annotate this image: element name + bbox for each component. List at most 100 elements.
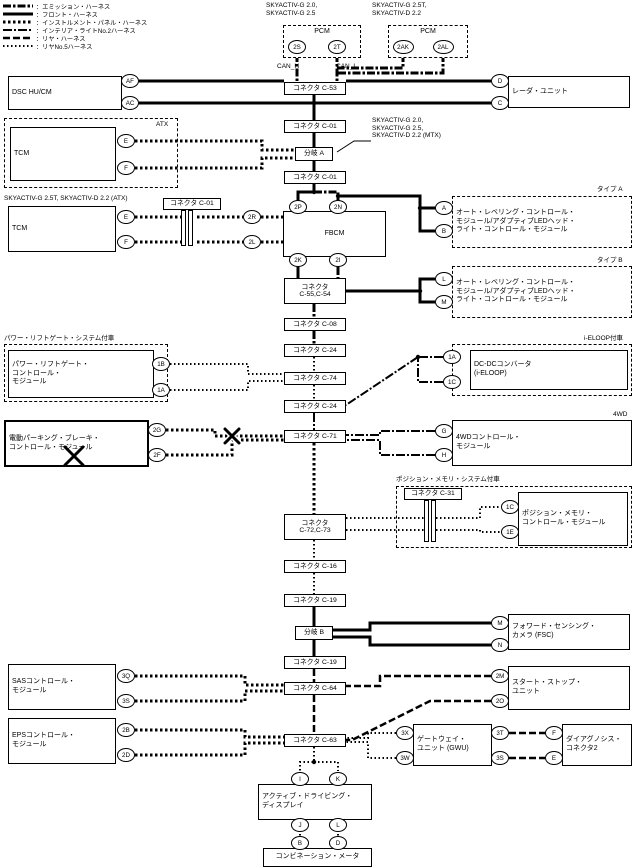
- legend-line-sample-icon: [3, 4, 33, 8]
- label-skyactiv-g25t-d22-line: SKYACTIV-G 2.5T,: [372, 2, 427, 9]
- label-atx: ATX: [156, 121, 168, 129]
- auto-leveling-type-a-box-label: オート・レベリング・コントロール・: [456, 208, 575, 216]
- label-atx-variants: SKYACTIV-G 2.5T, SKYACTIV-D 2.2 (ATX): [4, 195, 128, 203]
- pin-AC: AC: [121, 96, 139, 110]
- wire-posmem-2b: [436, 529, 501, 533]
- wire-trunk-c63-display-i: [299, 747, 315, 771]
- pin-K: K: [329, 772, 347, 786]
- wire-4wd-h: [346, 439, 435, 456]
- pin-B: B: [435, 224, 453, 238]
- tcm-atx2-box-label: TCM: [12, 224, 28, 232]
- tcm-atx2-box: TCM: [8, 206, 116, 252]
- power-liftgate-module-box: パワー・リフトゲート・コントロール・モジュール: [8, 350, 154, 398]
- pin-2F: 2F: [148, 448, 166, 462]
- connector-c55-c54-label: コネクタ: [301, 283, 329, 291]
- pin-2M: 2M: [491, 669, 509, 683]
- start-stop-unit-box-label: スタート・ストップ・: [512, 679, 582, 687]
- label-skyactiv-g20-25: SKYACTIV-G 2.0,SKYACTIV-G 2.5: [266, 2, 317, 17]
- label-can-h: CAN_H: [277, 63, 299, 71]
- wire-junction: [417, 205, 423, 211]
- wire-posmem-1b: [436, 506, 501, 519]
- pin-2G: 2G: [148, 423, 166, 437]
- legend-line-sample-icon: [3, 29, 33, 31]
- label-skyactiv-g20-25-line: SKYACTIV-G 2.0,: [266, 2, 318, 9]
- label-4wd-line: 4WD: [613, 411, 628, 418]
- electric-parking-brake-box-label: コントロール・モジュール: [9, 443, 93, 451]
- connector-c24-a: コネクタ C-24: [284, 344, 346, 357]
- legend-item-label: ：リヤ・ハーネス: [36, 35, 86, 43]
- connector-c01-tcm: コネクタ C-01: [163, 198, 221, 210]
- pin-2B: 2B: [117, 723, 135, 737]
- label-power-liftgate-equipped: パワー・リフトゲート・システム付車: [4, 335, 114, 343]
- start-stop-unit-box: スタート・ストップ・ユニット: [508, 666, 630, 710]
- connector-c24-b-label: コネクタ C-24: [293, 402, 337, 410]
- wire-junction: [335, 193, 341, 199]
- tcm-atx-box: TCM: [10, 127, 116, 181]
- auto-leveling-type-b-box-label: モジュール/アダプティブLEDヘッド・: [456, 287, 576, 295]
- legend-item: ：インテリア・ライトNo.2ハーネス: [3, 26, 147, 35]
- connector-c64-label: コネクタ C-64: [293, 684, 337, 692]
- pin-D: D: [329, 836, 347, 850]
- pin-2K: 2K: [289, 253, 307, 267]
- connector-c01-b-label: コネクタ C-01: [293, 173, 337, 181]
- pin-3T: 3T: [491, 726, 509, 740]
- legend-item-label: ：インストルメント・パネル・ハーネス: [36, 19, 148, 27]
- label-skyactiv-g20-25-line: SKYACTIV-G 2.5: [266, 9, 316, 17]
- wire-type-b-m: [418, 291, 435, 304]
- pin-2S: 2S: [288, 40, 306, 54]
- wire-junction: [415, 354, 421, 360]
- connector-c31-label: コネクタ C-31: [411, 490, 455, 498]
- label-4wd: 4WD: [613, 411, 627, 419]
- pin-2P: 2P: [289, 200, 307, 214]
- connector-c16: コネクタ C-16: [284, 560, 346, 573]
- branch-a: 分岐 A: [295, 147, 333, 161]
- label-mtx-variants: SKYACTIV-G 2.0,SKYACTIV-G 2.5,SKYACTIV-D…: [372, 117, 441, 140]
- pin-2AL: 2AL: [432, 40, 454, 54]
- forward-sensing-camera-box-label: カメラ (FSC): [512, 632, 554, 639]
- wire-split-2p: [296, 184, 316, 201]
- pin-1C: 1C: [443, 375, 461, 389]
- label-atx-line: ATX: [156, 121, 169, 128]
- forward-sensing-camera-box: フォワード・センシング・カメラ (FSC): [508, 614, 630, 650]
- electric-parking-brake-box: 電動パーキング・ブレーキ・コントロール・モジュール: [4, 420, 149, 467]
- pin-3Q: 3Q: [117, 669, 135, 683]
- legend-line-sample-icon: [3, 36, 33, 40]
- label-type-b-line: タイプ B: [597, 257, 623, 264]
- 4wd-control-module-box-label: 4WDコントロール・: [456, 434, 521, 442]
- pin-2L: 2L: [243, 235, 261, 249]
- wire-junction: [417, 288, 423, 294]
- auto-leveling-type-b-box-label: オート・レベリング・コントロール・: [456, 278, 575, 286]
- legend-item: ：インストルメント・パネル・ハーネス: [3, 18, 148, 27]
- combination-meter-box-label: コンビネーション・メータ: [275, 853, 360, 861]
- pin-E: E: [117, 210, 135, 224]
- legend-item: ：リヤNo.5ハーネス: [3, 42, 147, 51]
- label-mtx-variants-line: SKYACTIV-G 2.5,: [372, 124, 424, 132]
- pin-M: M: [435, 295, 453, 309]
- eps-control-module-box: EPSコントロール・モジュール: [8, 718, 116, 764]
- wire-junction: [311, 100, 317, 106]
- connector-c74-label: コネクタ C-74: [293, 374, 337, 382]
- pin-J: J: [291, 818, 309, 832]
- connector-c72-c73-label: C-72,C-73: [299, 527, 331, 534]
- pin-B: B: [291, 836, 309, 850]
- label-can-l-line: CAN_L: [336, 63, 357, 70]
- auto-leveling-type-a-box-label: モジュール/アダプティブLEDヘッド・: [456, 217, 576, 225]
- connector-c24-b: コネクタ C-24: [284, 400, 346, 413]
- power-liftgate-module-box-label: パワー・リフトゲート・: [12, 360, 89, 368]
- wire-gwu-3w: [346, 741, 396, 759]
- wire-gwu-3x: [346, 732, 396, 739]
- wire-ieloop-diagonal: [345, 356, 419, 406]
- label-position-memory-equipped-line: ポジション・メモリ・システム付車: [396, 476, 500, 483]
- pin-1A: 1A: [443, 350, 461, 364]
- pin-C: C: [491, 96, 509, 110]
- wire-liftgate-1a: [170, 380, 284, 391]
- label-can-l: CAN_L: [336, 63, 357, 71]
- pin-2D: 2D: [117, 748, 135, 762]
- ieloop-group-box: [452, 344, 632, 396]
- legend-item-label: ：リヤNo.5ハーネス: [36, 43, 93, 51]
- pin-L: L: [329, 818, 347, 832]
- position-memory-module-box-label: ポジション・メモリ・: [522, 510, 592, 518]
- pcm-right-box-label: PCM: [420, 28, 436, 35]
